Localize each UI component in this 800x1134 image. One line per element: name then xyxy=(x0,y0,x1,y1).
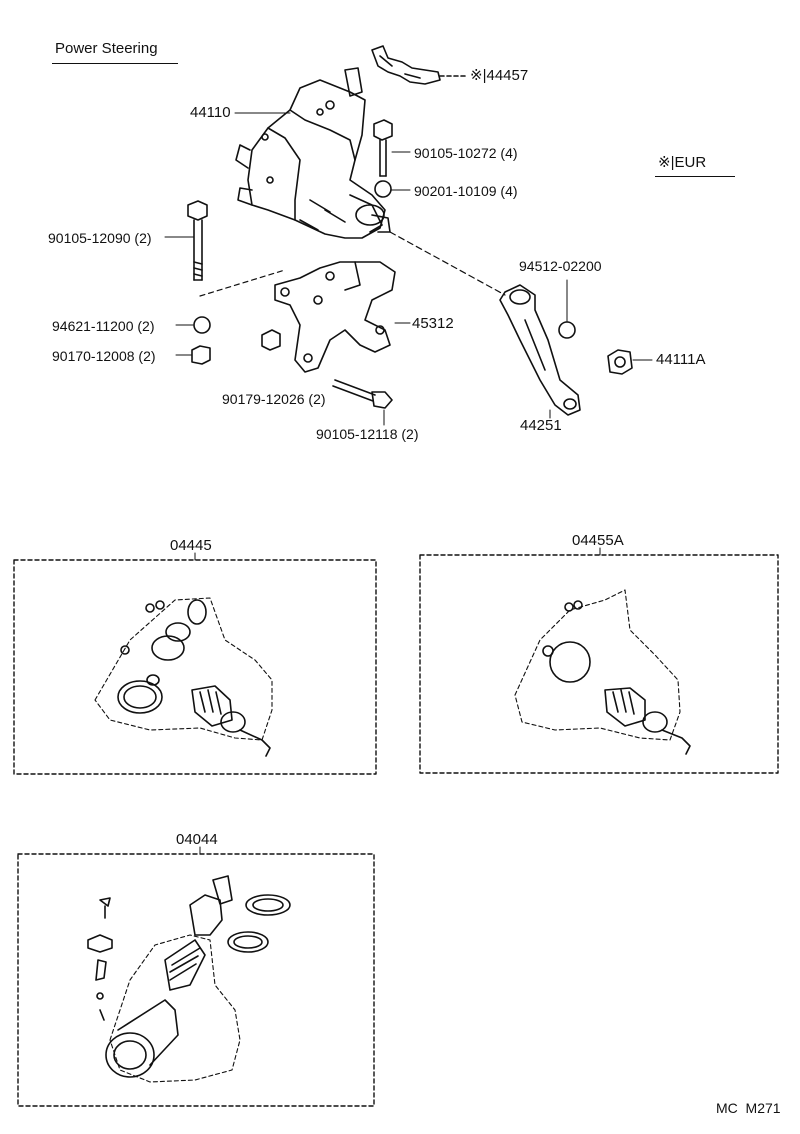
part-label-94621-11200[interactable]: 94621-11200 (2) xyxy=(52,318,155,334)
part-label-90105-12090[interactable]: 90105-12090 (2) xyxy=(48,230,152,246)
bracket-45312-drawing xyxy=(274,261,411,373)
part-mark-icon: ※ xyxy=(470,67,483,84)
kit-label-04445[interactable]: 04445 xyxy=(170,537,212,554)
pitman-arm-44251-drawing xyxy=(389,231,581,419)
washer-90201-10109-drawing xyxy=(374,180,411,198)
part-label-44110[interactable]: 44110 xyxy=(190,104,231,121)
part-label-44457[interactable]: ※|44457 xyxy=(470,68,528,84)
bolt-90105-12090-drawing xyxy=(164,200,286,297)
washer-94621-11200-drawing xyxy=(175,316,211,334)
part-label-44251[interactable]: 44251 xyxy=(520,417,562,434)
region-bar: | xyxy=(670,154,675,171)
part-label-90170-12008[interactable]: 90170-12008 (2) xyxy=(52,348,156,364)
washer-94512-02200-drawing xyxy=(558,279,576,339)
kit-label-04044[interactable]: 04044 xyxy=(176,831,218,848)
nut-90179-12026-drawing xyxy=(261,329,281,351)
diagram-code: MC M271 xyxy=(716,1100,781,1116)
part-bar: | xyxy=(482,67,487,84)
kit-04044-drawing xyxy=(17,846,375,1107)
part-label-90179-12026[interactable]: 90179-12026 (2) xyxy=(222,391,326,407)
part-number: 44457 xyxy=(486,67,529,84)
nut-90170-12008-drawing xyxy=(175,345,211,365)
bolt-90105-10272-drawing xyxy=(373,119,411,177)
part-label-94512-02200[interactable]: 94512-02200 xyxy=(519,258,602,274)
region-underline xyxy=(655,176,735,177)
part-label-44111A[interactable]: 44111A xyxy=(656,351,706,368)
bolt-90105-12118-drawing xyxy=(332,379,393,426)
steering-gear-housing-44110-drawing xyxy=(234,67,391,239)
part-label-45312[interactable]: 45312 xyxy=(412,315,454,332)
bracket-clip-44457-drawing xyxy=(371,45,469,85)
kit-label-04455A[interactable]: 04455A xyxy=(572,532,624,549)
part-label-90105-10272[interactable]: 90105-10272 (4) xyxy=(414,145,518,161)
title-underline xyxy=(52,63,178,64)
part-label-90201-10109[interactable]: 90201-10109 (4) xyxy=(414,183,518,199)
nut-44111A-drawing xyxy=(607,349,653,375)
kit-04445-drawing xyxy=(13,552,377,775)
part-label-90105-12118[interactable]: 90105-12118 (2) xyxy=(316,426,419,442)
kit-04455A-drawing xyxy=(419,547,779,774)
diagram-title: Power Steering xyxy=(55,40,158,57)
region-note: ※|EUR xyxy=(658,155,706,171)
region-mark-icon: ※ xyxy=(658,154,671,171)
region-text: EUR xyxy=(674,154,707,171)
